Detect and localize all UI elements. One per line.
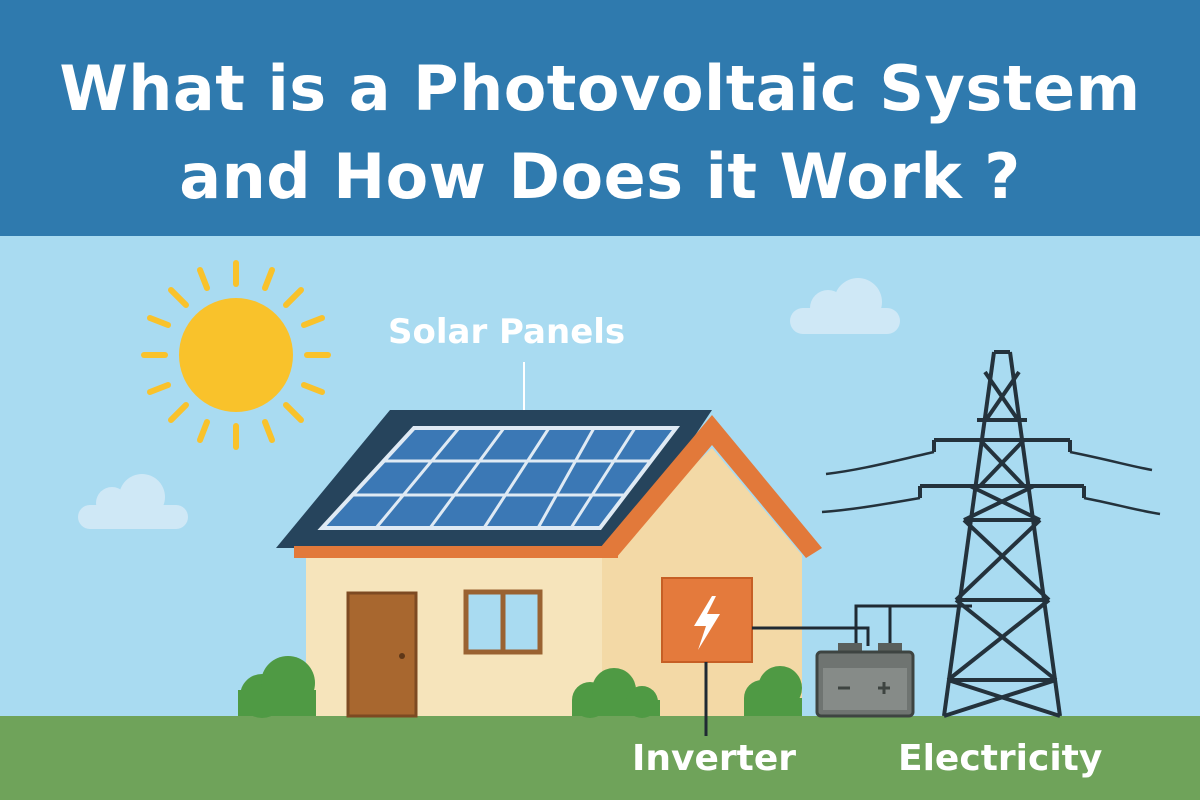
grass — [0, 716, 1200, 800]
bush-middle — [572, 668, 660, 718]
bush-right — [744, 666, 802, 716]
electricity-label: Electricity — [898, 738, 1103, 779]
cloud-icon-right — [790, 278, 900, 334]
door-knob — [399, 653, 405, 659]
bush-left — [238, 656, 316, 718]
solar-panels-label: Solar Panels — [388, 312, 626, 352]
title-line-2: and How Does it Work ? — [179, 140, 1021, 213]
title-line-1: What is a Photovoltaic System — [59, 52, 1141, 125]
power-tower-icon — [918, 350, 1086, 718]
roof-eave-trim — [294, 546, 618, 558]
sun-icon — [141, 260, 331, 450]
roof-gable-trim — [600, 415, 822, 558]
solar-panel-grid — [352, 427, 651, 529]
door — [346, 591, 418, 718]
house — [276, 410, 822, 718]
inverter-label: Inverter — [632, 738, 797, 779]
inverter — [661, 577, 753, 663]
cloud-icon-left — [78, 474, 188, 529]
power-lines — [821, 450, 1161, 516]
title-banner — [0, 0, 1200, 236]
lightning-bolt-icon — [694, 596, 720, 650]
battery-icon — [815, 643, 915, 718]
